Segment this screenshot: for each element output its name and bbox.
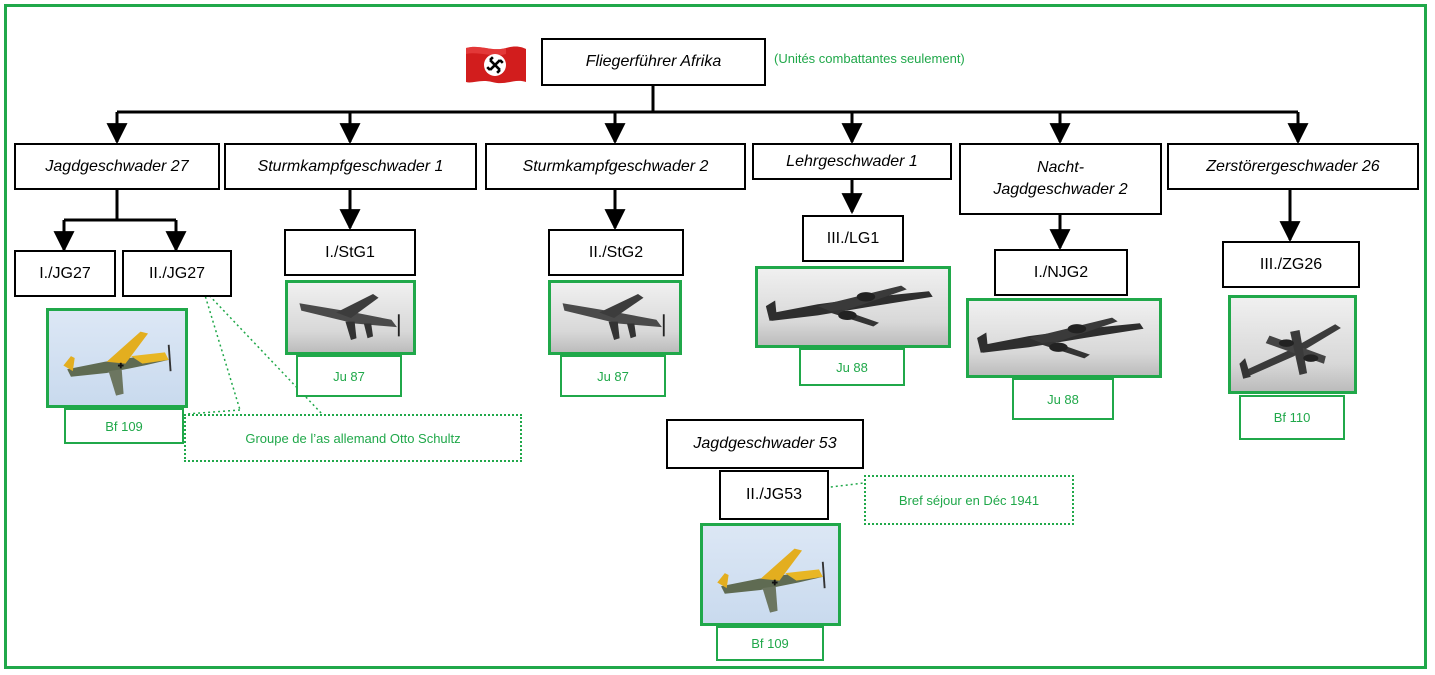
fliegerfuhrer-afrika-box: Fliegerführer Afrika [541, 38, 766, 86]
stg2-label: Sturmkampfgeschwader 2 [522, 157, 709, 175]
lg1-label: Lehrgeschwader 1 [786, 152, 918, 170]
zg26-box: Zerstörergeschwader 26 [1167, 143, 1419, 190]
zg26-iii-box: III./ZG26 [1222, 241, 1360, 288]
lg1-aircraft-caption: Ju 88 [799, 348, 905, 386]
zg26-label: Zerstörergeschwader 26 [1206, 157, 1380, 175]
bf109-image [46, 308, 188, 408]
stg1-label: Sturmkampfgeschwader 1 [257, 157, 444, 175]
jg53-box: Jagdgeschwader 53 [666, 419, 864, 469]
ju88-image-njg2 [966, 298, 1162, 378]
stg1-i-label: I./StG1 [325, 243, 375, 261]
njg2-i-label: I./NJG2 [1033, 263, 1089, 281]
jg27-i-label: I./JG27 [39, 264, 91, 282]
lg1-iii-label: III./LG1 [826, 229, 880, 247]
jg53-label: Jagdgeschwader 53 [693, 435, 837, 453]
diagram-frame [4, 4, 1427, 669]
stg2-ii-box: II./StG2 [548, 229, 684, 276]
jg53-aircraft-caption: Bf 109 [716, 626, 824, 661]
njg2-box: Nacht- Jagdgeschwader 2 [959, 143, 1162, 215]
jg53-short-stay-note: Bref séjour en Déc 1941 [864, 475, 1074, 525]
jg53-ii-label: II./JG53 [745, 486, 803, 504]
otto-schultz-note: Groupe de l’as allemand Otto Schultz [184, 414, 522, 462]
jg27-label: Jagdgeschwader 27 [45, 157, 189, 175]
stg1-aircraft-caption: Ju 87 [296, 355, 402, 397]
njg2-i-box: I./NJG2 [994, 249, 1128, 296]
bf109-image-jg53 [700, 523, 841, 626]
lg1-box: Lehrgeschwader 1 [752, 143, 952, 180]
zg26-iii-label: III./ZG26 [1259, 255, 1323, 273]
swastika-flag-icon [466, 46, 526, 84]
jg27-aircraft-caption: Bf 109 [64, 408, 184, 444]
stg1-box: Sturmkampfgeschwader 1 [224, 143, 477, 190]
njg2-label: Nacht- Jagdgeschwader 2 [993, 159, 1128, 198]
header-title: Fliegerführer Afrika [585, 53, 722, 71]
lg1-iii-box: III./LG1 [802, 215, 904, 262]
jg27-box: Jagdgeschwader 27 [14, 143, 220, 190]
zg26-aircraft-caption: Bf 110 [1239, 395, 1345, 440]
jg27-i-box: I./JG27 [14, 250, 116, 297]
jg27-ii-label: II./JG27 [148, 264, 206, 282]
stg1-i-box: I./StG1 [284, 229, 416, 276]
njg2-aircraft-caption: Ju 88 [1012, 378, 1114, 420]
stg2-ii-label: II./StG2 [588, 243, 644, 261]
bf110-image [1228, 295, 1357, 394]
stg2-box: Sturmkampfgeschwader 2 [485, 143, 746, 190]
ju87-image-stg1 [285, 280, 416, 355]
ju87-image-stg2 [548, 280, 682, 355]
jg53-ii-box: II./JG53 [719, 470, 829, 520]
jg27-ii-box: II./JG27 [122, 250, 232, 297]
ju88-image-lg1 [755, 266, 951, 348]
stg2-aircraft-caption: Ju 87 [560, 355, 666, 397]
combat-units-note: (Unités combattantes seulement) [774, 51, 965, 66]
